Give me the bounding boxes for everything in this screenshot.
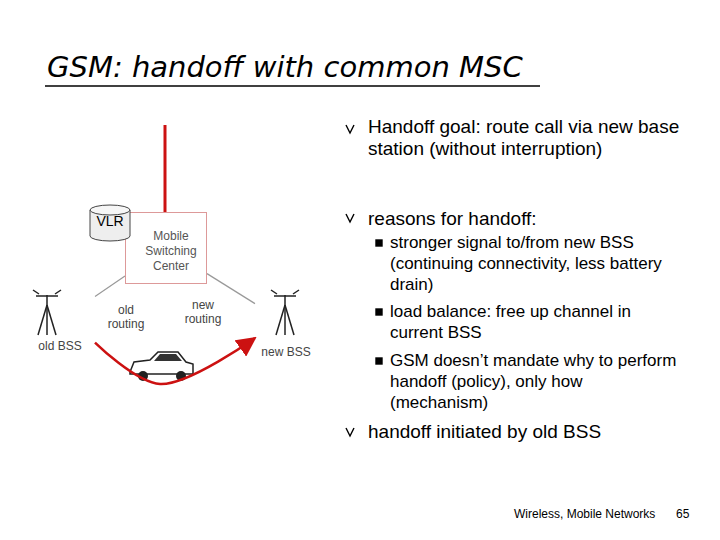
bullet-text: handoff initiated by old BSS xyxy=(368,421,703,443)
car xyxy=(130,352,193,381)
routing-line xyxy=(95,276,125,297)
bullet-text: reasons for handoff: xyxy=(368,208,703,230)
base-station: new BSS xyxy=(255,283,317,363)
new-tower xyxy=(271,290,299,335)
handoff-arrow xyxy=(95,338,255,384)
bullet-text: Handoff goal: route call via new base st… xyxy=(368,116,703,160)
title-underline xyxy=(45,85,540,87)
vlr-database: VLR xyxy=(88,204,132,242)
bullet-text: GSM doesn’t mandate why to perform hando… xyxy=(390,350,685,413)
bullet-marks xyxy=(346,125,382,436)
node-label: new BSS xyxy=(255,345,317,360)
node-label: Mobile Switching Center xyxy=(140,229,202,274)
slide-title: GSM: handoff with common MSC xyxy=(47,50,523,84)
bullet-text: load balance: free up channel in current… xyxy=(390,301,685,343)
base-station: old BSS xyxy=(25,283,95,358)
call-line xyxy=(164,125,167,212)
bullet-text: stronger signal to/from new BSS (continu… xyxy=(390,232,685,295)
switching-center: Mobile Switching Center xyxy=(125,212,207,284)
edge-label: new routing xyxy=(176,298,230,326)
edge-label: old routing xyxy=(100,303,152,331)
routing-line xyxy=(207,274,255,304)
node-label: old BSS xyxy=(25,339,95,354)
node-label: VLR xyxy=(88,213,132,230)
old-tower xyxy=(33,290,61,335)
footer-text: Wireless, Mobile Networks xyxy=(514,507,674,522)
footer-text: 65 xyxy=(676,507,706,522)
